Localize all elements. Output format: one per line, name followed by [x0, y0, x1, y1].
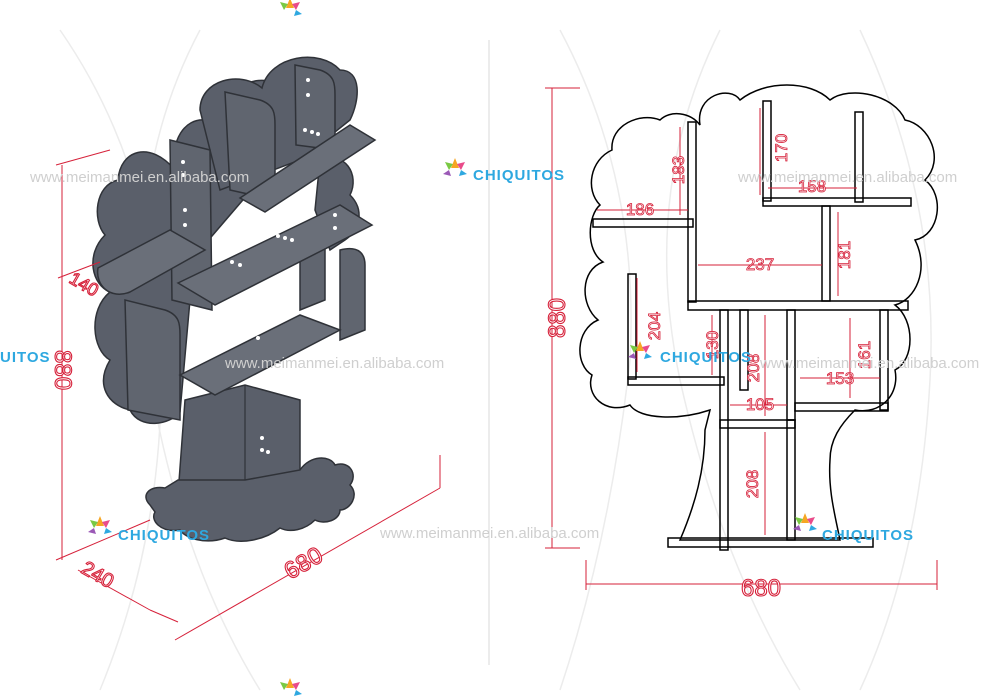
dim-161: 161	[855, 341, 874, 369]
upper-right-panel	[294, 64, 336, 151]
iso-height-label: 880	[49, 350, 76, 390]
dim-204: 204	[645, 312, 664, 340]
dim-181: 181	[835, 241, 854, 269]
brand-text-3: CHIQUITOS	[118, 527, 210, 544]
front-canopy-outline	[579, 84, 939, 541]
brand-text-5: CHIQUITOS	[822, 527, 914, 544]
dim-208-lower: 208	[743, 470, 762, 498]
dim-237: 237	[746, 255, 774, 274]
dim-130: 130	[703, 331, 722, 359]
front-width-label: 680	[741, 575, 781, 602]
dim-208-upper: 208	[744, 354, 763, 382]
brand-logo-1: CHIQUITOS	[443, 158, 565, 184]
dim-170: 170	[772, 134, 791, 162]
screw-holes	[181, 78, 337, 454]
watermark-url-4: www.meimanmei.en.alibaba.com	[737, 169, 957, 186]
brand-logo-top	[280, 0, 302, 16]
brand-logo-4: CHIQUITOS	[628, 341, 752, 366]
brand-text-partial: UITOS	[0, 349, 51, 366]
dim-105: 105	[746, 395, 774, 414]
brand-logo-2: UITOS	[0, 349, 51, 366]
brand-logo-5: CHIQUITOS	[793, 513, 914, 544]
dim-183: 183	[669, 156, 688, 184]
watermark-url-3: www.meimanmei.en.alibaba.com	[379, 525, 599, 542]
brand-text-1: CHIQUITOS	[473, 167, 565, 184]
watermark-url-5: www.meimanmei.en.alibaba.com	[759, 355, 979, 372]
background-arcs	[59, 29, 932, 691]
isometric-view: 880 680 240 140	[48, 56, 441, 641]
dim-186: 186	[626, 200, 654, 219]
dim-158: 158	[798, 177, 826, 196]
front-shelf-structure	[592, 100, 912, 551]
front-elevation: 880 680 186 183 170 158 237 181 204 130 …	[543, 84, 939, 603]
base-plate	[145, 457, 355, 542]
lower-shelf	[178, 314, 342, 396]
lower-left-panel	[124, 299, 181, 421]
front-dimension-lines	[545, 87, 938, 590]
iso-dimension-lines	[55, 149, 441, 641]
right-side-panel	[339, 248, 366, 342]
left-shelf	[96, 229, 207, 295]
brand-logo-3: CHIQUITOS	[88, 516, 210, 544]
brand-text-4: CHIQUITOS	[660, 349, 752, 366]
watermarks: www.meimanmei.en.alibaba.com www.meimanm…	[0, 0, 979, 696]
brand-logo-bottom	[280, 678, 302, 696]
middle-shelf	[176, 204, 374, 306]
iso-depth-label: 240	[78, 557, 118, 593]
front-height-label: 880	[544, 298, 571, 338]
watermark-url-1: www.meimanmei.en.alibaba.com	[29, 169, 249, 186]
iso-width-label: 680	[280, 542, 328, 585]
top-shelf	[238, 124, 377, 213]
dim-153: 153	[826, 369, 854, 388]
watermark-url-2: www.meimanmei.en.alibaba.com	[224, 355, 444, 372]
